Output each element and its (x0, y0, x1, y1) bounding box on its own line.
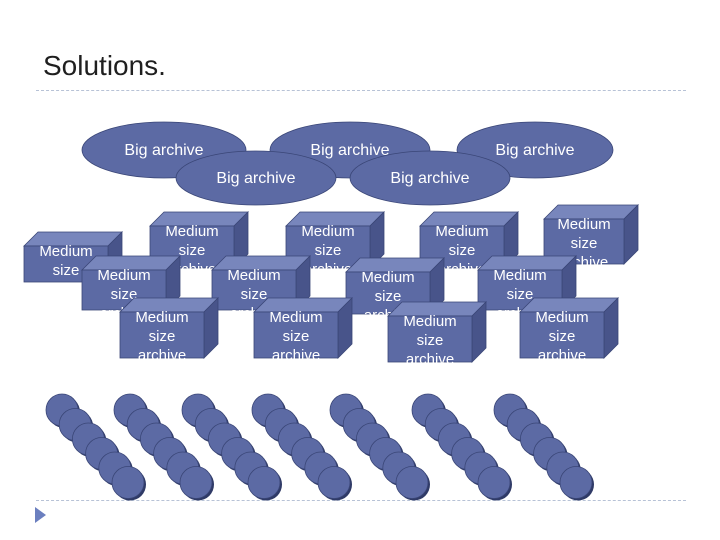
medium-archive-label: size (53, 262, 80, 279)
medium-archive-label: size (315, 242, 342, 259)
medium-archive-label: Medium (301, 223, 354, 240)
medium-archive-label: size (507, 286, 534, 303)
small-archive-column (329, 393, 430, 501)
bottom-divider (36, 500, 686, 501)
medium-archive-label: size (111, 286, 138, 303)
slide-title: Solutions. (43, 50, 166, 81)
small-archive-node (111, 466, 145, 499)
medium-archive-label: Medium (535, 309, 588, 326)
medium-archive-label: Medium (165, 223, 218, 240)
medium-archive-label: archive (272, 347, 320, 364)
medium-archive-label: archive (42, 281, 90, 298)
medium-archive-label: size (241, 286, 268, 303)
small-archive-node (559, 466, 593, 499)
medium-archive-label: Medium (135, 309, 188, 326)
small-archive-column (411, 393, 512, 501)
medium-archive-label: archive (538, 347, 586, 364)
box-front-face (119, 311, 205, 359)
medium-archive-label: archive (406, 351, 454, 368)
big-archive-ellipse: Big archive (349, 150, 511, 206)
medium-archive-label: size (449, 242, 476, 259)
small-archive-column (181, 393, 282, 501)
medium-archive-label: size (179, 242, 206, 259)
big-archive-shape (349, 150, 511, 206)
small-archive-node (317, 466, 351, 499)
small-archive-column (493, 393, 594, 501)
medium-archive-label: Medium (361, 269, 414, 286)
big-archive-label: Big archive (124, 142, 203, 159)
small-archive-node (179, 466, 213, 499)
medium-archive-label: Medium (269, 309, 322, 326)
box-front-face (387, 315, 473, 363)
small-archive-node (247, 466, 281, 499)
medium-archive-label: archive (438, 261, 486, 278)
big-archive-label: Big archive (390, 170, 469, 187)
medium-archive-label: Medium (97, 267, 150, 284)
medium-archive-box: Medium size archive (387, 301, 487, 368)
medium-archive-label: Medium (39, 243, 92, 260)
medium-archive-label: size (283, 328, 310, 345)
small-archive-column (113, 393, 214, 501)
big-archive-ellipse: Big archive (175, 150, 337, 206)
triangle-right-icon[interactable] (35, 507, 46, 523)
medium-archive-label: Medium (557, 216, 610, 233)
box-front-face (253, 311, 339, 359)
small-archive-column (251, 393, 352, 501)
medium-archive-label: archive (304, 261, 352, 278)
small-archive-column (45, 393, 146, 501)
box-front-face (519, 311, 605, 359)
medium-archive-label: size (149, 328, 176, 345)
big-archive-shape (175, 150, 337, 206)
medium-archive-label: Medium (227, 267, 280, 284)
medium-archive-label: Medium (435, 223, 488, 240)
medium-archive-box: Medium size archive (519, 297, 619, 364)
medium-archive-label: size (549, 328, 576, 345)
medium-archive-label: Medium (493, 267, 546, 284)
small-archive-node (477, 466, 511, 499)
medium-archive-box: Medium size archive (253, 297, 353, 364)
medium-archive-label: size (417, 332, 444, 349)
medium-archive-label: Medium (403, 313, 456, 330)
small-archive-node (395, 466, 429, 499)
medium-archive-label: size (375, 288, 402, 305)
big-archive-label: Big archive (495, 142, 574, 159)
top-divider (36, 90, 686, 91)
big-archive-label: Big archive (216, 170, 295, 187)
medium-archive-label: archive (138, 347, 186, 364)
medium-archive-box: Medium size archive (119, 297, 219, 364)
big-archive-label: Big archive (310, 142, 389, 159)
medium-archive-label: size (571, 235, 598, 252)
